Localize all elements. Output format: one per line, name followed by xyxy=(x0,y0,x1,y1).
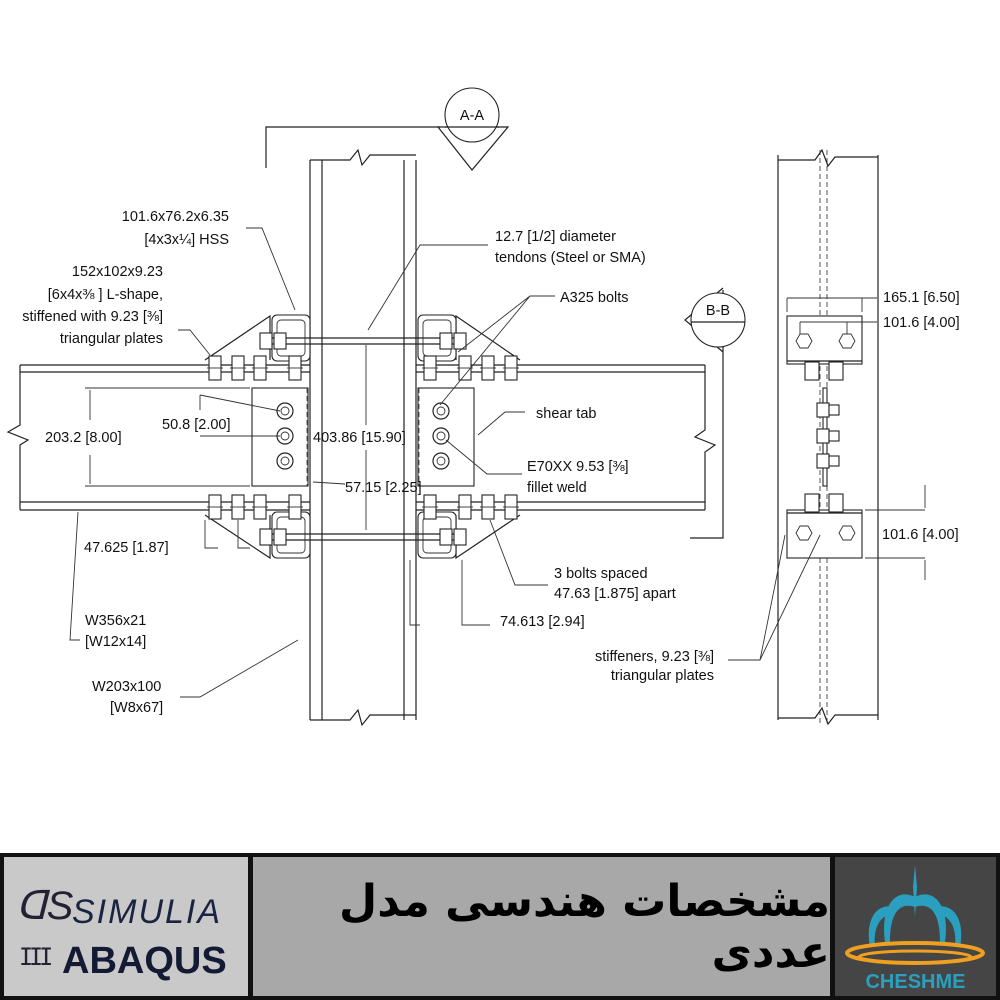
dimension-lines xyxy=(69,227,555,698)
bolts-label-1: 3 bolts spaced xyxy=(554,566,648,582)
dim-101-bottom-label: 101.6 [4.00] xyxy=(882,527,959,543)
column xyxy=(309,148,417,727)
bolts-label-2: 47.63 [1.875] apart xyxy=(554,586,676,602)
flange-bolts xyxy=(207,355,519,520)
dim-50-label: 50.8 [2.00] xyxy=(162,417,231,433)
footer-banner: ᗡS SIMULIA ⵊⵊⵊ ABAQUS مشخصات هندسی مدل ع… xyxy=(0,853,1000,1000)
tendon-label-1: 12.7 [1/2] diameter xyxy=(495,229,616,245)
beam-left xyxy=(6,364,310,511)
dim-74-label: 74.613 [2.94] xyxy=(500,614,585,630)
beam-label-2: [W12x14] xyxy=(85,634,146,650)
section-b-label: B-B xyxy=(706,303,730,319)
section-a-a-marker: A-A xyxy=(265,87,510,171)
section-b-b-marker: B-B xyxy=(684,287,746,539)
beam-label-1: W356x21 xyxy=(85,613,146,629)
fountain-icon xyxy=(845,865,985,965)
cheshme-logo: CHESHME xyxy=(835,857,996,996)
column-label-1: W203x100 xyxy=(92,679,161,695)
section-b-b-view xyxy=(728,148,926,726)
connection-drawing: A-A B-B xyxy=(6,87,960,727)
dim-403-label: 403.86 [15.90] xyxy=(313,430,406,446)
simulia-abaqus-logo: ᗡS SIMULIA ⵊⵊⵊ ABAQUS xyxy=(4,857,248,996)
web-bolts-right xyxy=(432,402,450,470)
abaqus-text: ABAQUS xyxy=(62,940,227,982)
hss-label-2: [4x3x¼] HSS xyxy=(144,232,229,248)
shear-tab-label: shear tab xyxy=(536,406,596,422)
lshape-label-4: triangular plates xyxy=(60,331,163,347)
banner-title: مشخصات هندسی مدل عددی xyxy=(339,875,830,978)
weld-label-1: E70XX 9.53 [⅜] xyxy=(527,459,629,475)
simulia-text: SIMULIA xyxy=(72,893,223,931)
dim-165-label: 165.1 [6.50] xyxy=(883,290,960,306)
weld-label-2: fillet weld xyxy=(527,480,587,496)
dim-57-label: 57.15 [2.25] xyxy=(345,480,422,496)
tendons xyxy=(259,332,467,546)
labels: 101.6x76.2x6.35 [4x3x¼] HSS 152x102x9.23… xyxy=(22,209,959,716)
lshape-label-1: 152x102x9.23 xyxy=(72,264,163,280)
section-a-label: A-A xyxy=(460,108,485,124)
banner-title-panel: مشخصات هندسی مدل عددی xyxy=(253,857,830,996)
tendon-label-2: tendons (Steel or SMA) xyxy=(495,250,646,266)
lshape-label-2: [6x4x⅜ ] L-shape, xyxy=(48,287,163,303)
stiffener-label-2: triangular plates xyxy=(611,668,714,684)
abaqus-logo-icon: ⵊⵊⵊ xyxy=(20,944,52,971)
column-label-2: [W8x67] xyxy=(110,700,163,716)
shear-tabs xyxy=(251,387,475,487)
lshape-label-3: stiffened with 9.23 [⅜] xyxy=(22,309,163,325)
ds-logo-icon: ᗡS xyxy=(16,884,74,928)
hss-label-1: 101.6x76.2x6.35 xyxy=(122,209,229,225)
beam-right xyxy=(416,364,717,511)
stiffener-label-1: stiffeners, 9.23 [⅜] xyxy=(595,649,714,665)
dim-47-label: 47.625 [1.87] xyxy=(84,540,169,556)
dim-203-label: 203.2 [8.00] xyxy=(45,430,122,446)
cheshme-text: CHESHME xyxy=(865,971,966,993)
a325-label: A325 bolts xyxy=(560,290,629,306)
dim-101-top-label: 101.6 [4.00] xyxy=(883,315,960,331)
